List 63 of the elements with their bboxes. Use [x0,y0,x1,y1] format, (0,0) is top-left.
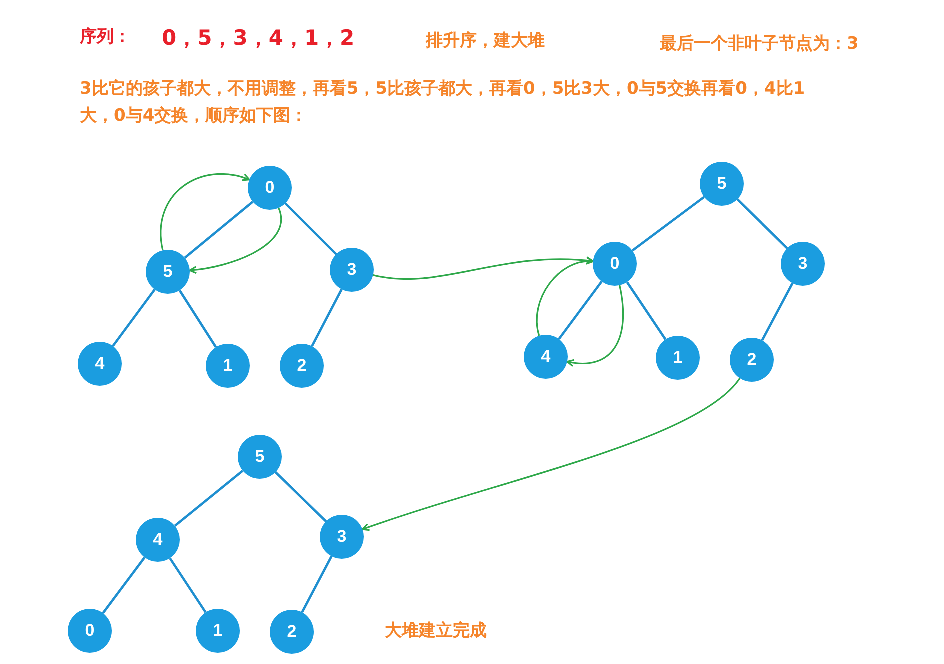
tree-node-circle [136,518,180,562]
tree-node-circle [248,166,292,210]
node-value: 5 [163,262,173,282]
tree-edge-line [632,196,706,252]
node-value: 4 [541,347,551,367]
tree-edge-line [301,556,333,614]
node-value: 0 [85,621,95,641]
curved-arrow [566,285,624,367]
explanation-text: 3比它的孩子都大，不用调整，再看5，5比孩子都大，再看0，5比3大，0与5交换再看0，4比1大，0与4交换，顺序如下图： [80,78,806,128]
tree-node-circle [280,344,324,388]
tree-node-circle [78,342,122,386]
curved-arrow [536,258,594,336]
node-value: 0 [610,254,620,274]
node-value: 1 [673,348,683,368]
tree-node-circle [206,344,250,388]
tree-node-circle [270,610,314,654]
node-value: 3 [798,254,808,274]
tree-node-circle [700,162,744,206]
node-value: 3 [347,260,357,280]
tree-edge-line [184,201,254,259]
node-value: 5 [717,174,727,194]
last-non-leaf-note: 最后一个非叶子节点为：3 [660,33,859,56]
tree-edge-line [274,472,328,522]
node-value: 4 [95,354,105,374]
tree-edge-line [736,198,788,250]
tree-node-circle [593,242,637,286]
tree-edge-line [174,470,244,528]
tree-edge-line [311,288,343,348]
tree-edge-line [102,556,146,614]
tree-edge-line [558,280,603,340]
tree-node-circle [730,338,774,382]
node-value: 2 [747,350,757,370]
tree-edge-line [112,288,156,348]
tree-node-circle [68,609,112,653]
tree-edge-line [626,282,667,340]
tree-edge-line [178,290,218,348]
sequence-label: 序列： [80,26,131,49]
tree-node-circle [238,435,282,479]
tree-node-circle [196,609,240,653]
node-value: 3 [337,527,347,547]
tree-node-circle [330,248,374,292]
tree-edge-line [761,282,794,342]
tree-node-circle [320,515,364,559]
sequence-values: 0，5，3，4，1，2 [162,25,355,52]
curved-arrow [189,208,282,274]
tree-node-circle [656,336,700,380]
result-note: 大堆建立完成 [385,620,487,643]
node-value: 4 [153,530,163,550]
node-value: 0 [265,178,275,198]
tree-edge-line [169,558,207,614]
curved-arrow [160,174,250,251]
tree-node-circle [146,250,190,294]
node-value: 2 [287,622,297,642]
tree-node-circle [524,335,568,379]
task-note: 排升序，建大堆 [426,30,545,53]
node-value: 2 [297,356,307,376]
node-value: 5 [255,447,265,467]
curved-arrow [362,378,741,532]
node-value: 1 [213,621,223,641]
curved-arrow [373,256,594,280]
node-value: 1 [223,356,233,376]
tree-edge-line [284,202,338,256]
tree-node-circle [781,242,825,286]
